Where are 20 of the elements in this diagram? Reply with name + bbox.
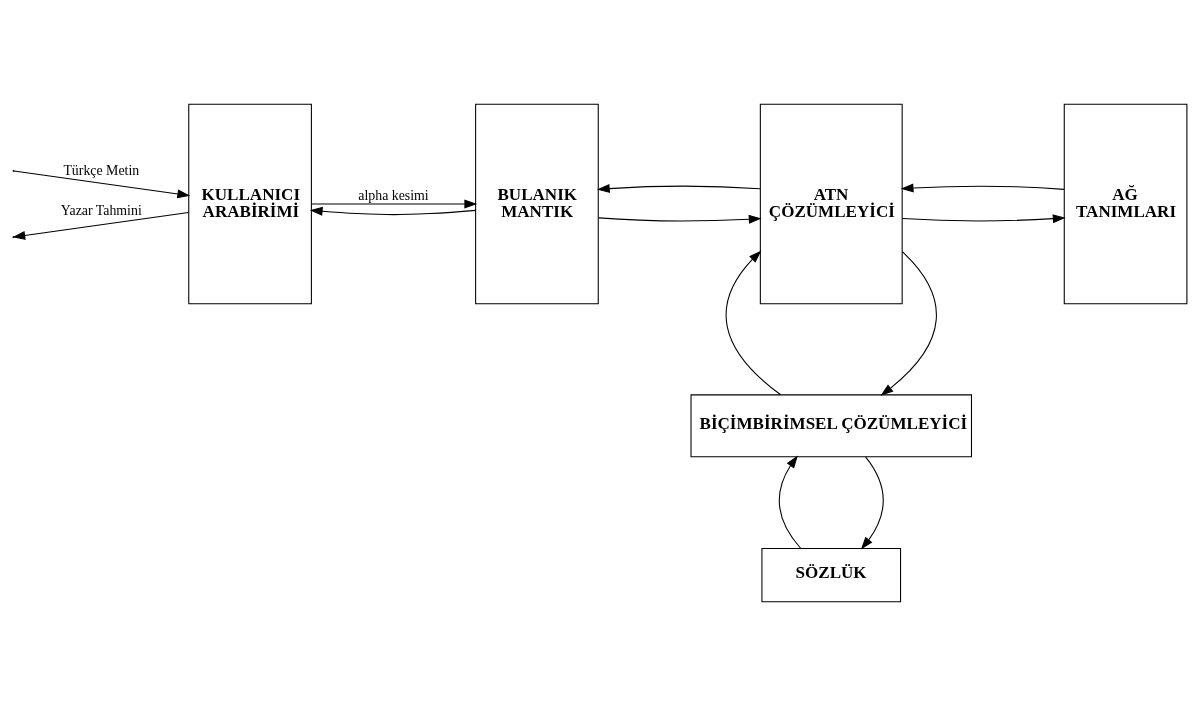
arrow [778,455,802,549]
arrow [309,206,477,216]
node-box: KULLANICI ARABİRİMİ [188,103,312,305]
node-box: SÖZLÜK [761,547,902,603]
edge-label: alpha kesimi [358,188,429,204]
node-box: ATN ÇÖZÜMLEYİCİ [759,103,903,305]
arrow [311,199,478,209]
arrow [598,214,762,224]
arrow [596,184,761,194]
node-box: BULANIK MANTIK [475,103,599,305]
arrow [900,183,1065,193]
arrow [725,250,782,396]
node-box: BİÇİMBİRİMSEL ÇÖZÜMLEYİCİ [690,394,973,458]
arrow [860,456,884,550]
edge-label: Türkçe Metin [63,162,140,178]
edge-label: Yazar Tahmini [60,203,142,219]
arrow [901,214,1066,224]
node-box: AĞ TANIMLARI [1063,103,1188,305]
arrow [880,251,937,396]
arrow [13,170,191,199]
